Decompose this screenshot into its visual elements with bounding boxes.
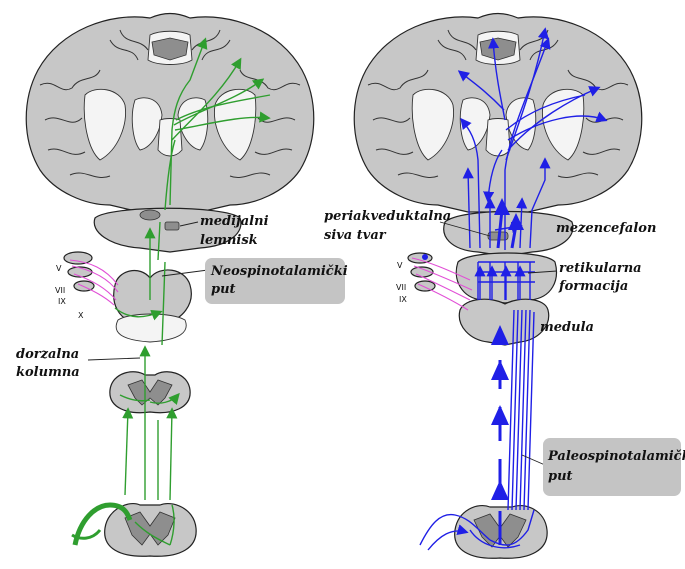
left-spinal-segment-lower <box>105 504 196 557</box>
label-neospinothalamic-1: Neospinotalamički <box>210 264 348 279</box>
right-brain-section <box>354 14 642 213</box>
label-paleospinothalamic-2: put <box>548 469 573 484</box>
label-periaqueductal-1: periakveduktalna <box>324 209 451 224</box>
label-neospinothalamic-2: put <box>211 282 236 297</box>
label-mesencephalon: mezencefalon <box>556 221 656 236</box>
left-midbrain-nucleus <box>140 210 160 220</box>
cn-label-vii-left: VII <box>55 286 65 295</box>
left-spinal-segment-upper <box>110 372 190 413</box>
cn-label-v-right: V <box>397 261 403 270</box>
label-dorsal-column-2: kolumna <box>16 365 80 380</box>
cn-label-ix-right: IX <box>399 295 407 304</box>
leader-dorsal-column <box>88 358 140 360</box>
right-diagram: V VII IX periakveduktalna siva tvar meze… <box>324 14 685 559</box>
right-midbrain <box>444 212 573 257</box>
label-medial-lemniscus-2: lemnisk <box>200 233 258 248</box>
label-paleospinothalamic-1: Paleospinotalamički <box>547 449 685 464</box>
left-lemniscus-nucleus <box>165 222 179 230</box>
left-medulla-lower <box>116 314 186 342</box>
label-reticular-formation-1: retikularna <box>559 261 642 276</box>
cn-label-vii-right: VII <box>396 283 406 292</box>
cn-label-ix-left: IX <box>58 297 66 306</box>
label-reticular-formation-2: formacija <box>558 279 628 294</box>
cn-label-x-left: X <box>78 311 84 320</box>
label-medial-lemniscus-1: medijalni <box>200 214 269 229</box>
label-medulla: medula <box>540 320 594 335</box>
right-cranial-nerve-marker <box>422 254 428 260</box>
left-diagram: V VII IX X medijalni lemnisk Neospinotal… <box>16 14 348 557</box>
cn-label-v-left: V <box>56 264 62 273</box>
label-dorsal-column-1: dorzalna <box>16 347 79 362</box>
paleospinothalamic-callout-box <box>543 438 681 496</box>
label-periaqueductal-2: siva tvar <box>324 228 387 243</box>
